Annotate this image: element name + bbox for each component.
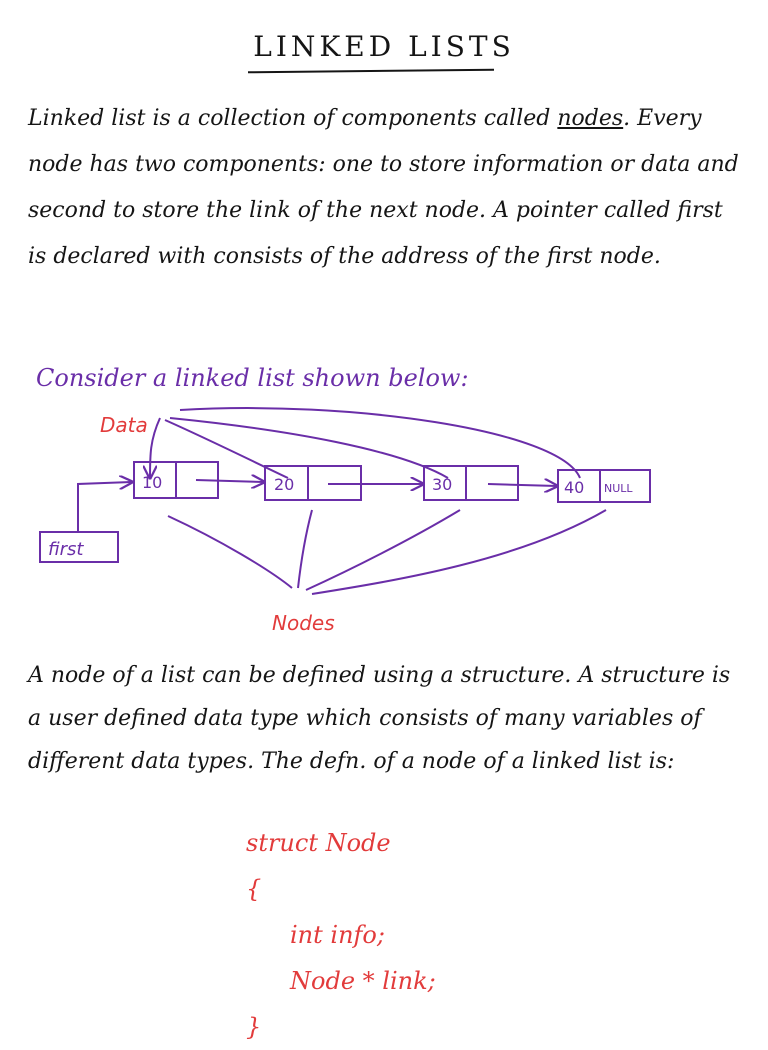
node-4: 40 NULL bbox=[557, 469, 651, 503]
definition-text-start: Linked list is a collection of component… bbox=[28, 106, 558, 131]
diagram-heading: Consider a linked list shown below: bbox=[36, 364, 469, 392]
first-pointer: first bbox=[39, 482, 132, 563]
node-3-value: 30 bbox=[432, 475, 452, 494]
data-line-to-node4 bbox=[179, 407, 581, 479]
code-line-close-brace: } bbox=[246, 1013, 262, 1041]
node-3: 30 bbox=[423, 465, 519, 501]
page-title: LINKED LISTS bbox=[253, 30, 515, 63]
definition-paragraph: Linked list is a collection of component… bbox=[28, 96, 743, 280]
code-line-info: int info; bbox=[290, 921, 385, 949]
node-2-value: 20 bbox=[274, 475, 294, 494]
definition-text-end: . Every node has two components: one to … bbox=[28, 106, 739, 269]
definition-underlined-term: nodes bbox=[557, 106, 624, 131]
nodes-label: Nodes bbox=[272, 611, 335, 635]
code-line-struct: struct Node bbox=[246, 829, 391, 857]
notes-page: LINKED LISTS Linked list is a collection… bbox=[28, 30, 743, 1041]
code-line-link: Node * link; bbox=[290, 967, 436, 995]
node-1-value: 10 bbox=[142, 473, 162, 492]
link-arrows bbox=[195, 480, 557, 486]
data-line-to-node2 bbox=[164, 419, 289, 479]
nodes-line-3 bbox=[305, 509, 461, 591]
first-pointer-label: first bbox=[48, 539, 84, 560]
data-line-to-node1 bbox=[150, 417, 161, 478]
data-line-to-node3 bbox=[169, 417, 449, 479]
linked-list-diagram: Data 10 20 30 40 NUL bbox=[39, 407, 651, 635]
link-3-to-4 bbox=[487, 484, 557, 486]
code-line-open-brace: { bbox=[246, 875, 262, 903]
data-pointer-lines bbox=[150, 407, 581, 479]
nodes-line-2 bbox=[297, 509, 313, 589]
link-1-to-2 bbox=[195, 480, 264, 482]
data-label: Data bbox=[100, 413, 148, 437]
node-4-null-link: NULL bbox=[604, 482, 633, 495]
nodes-line-4 bbox=[311, 509, 607, 595]
nodes-label-lines bbox=[167, 509, 607, 595]
structure-paragraph: A node of a list can be defined using a … bbox=[28, 663, 731, 774]
first-pointer-arrow bbox=[77, 482, 132, 532]
nodes-line-1 bbox=[167, 515, 293, 589]
node-4-value: 40 bbox=[564, 478, 584, 497]
struct-code-block: struct Node { int info; Node * link; } bbox=[246, 820, 436, 1050]
